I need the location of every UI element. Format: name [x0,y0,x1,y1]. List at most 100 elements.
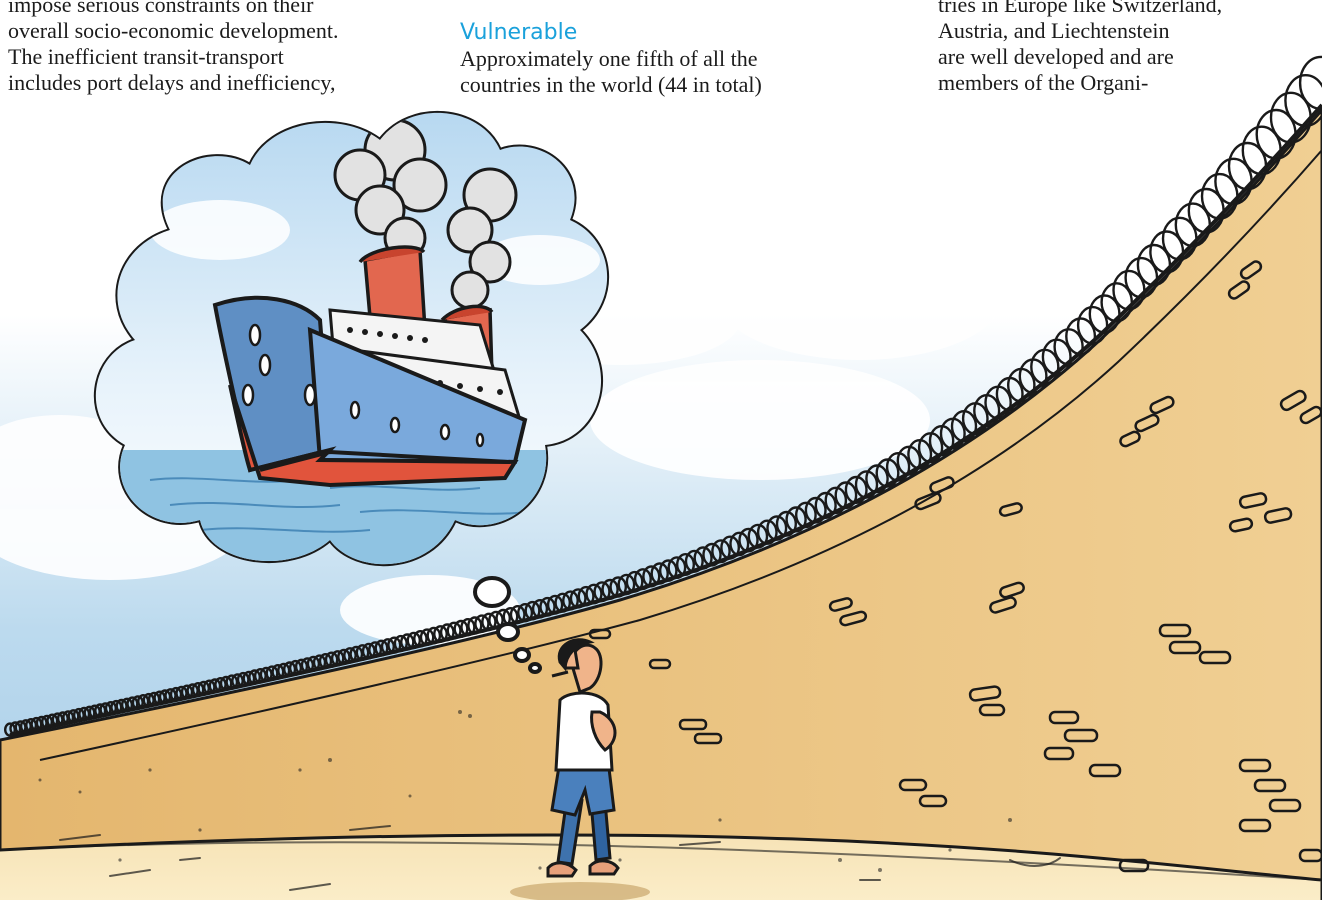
wire-coil [197,680,210,696]
wire-coil [374,639,389,657]
wire-coil [355,644,370,661]
wire-coil [577,585,595,607]
wire-coil [834,481,858,510]
text-line: members of the Organi- [938,70,1149,95]
wire-coil [562,590,579,611]
wire-coil [214,676,227,693]
wire-coil [236,671,250,688]
wire-coil [693,546,713,570]
barbed-wire [3,55,1322,737]
wire-coil [747,523,769,549]
wire-coil [30,716,43,732]
man-figure [546,638,620,878]
wire-coil [738,527,759,553]
wire-coil [393,634,408,653]
wire-coil [312,654,327,671]
wire-coil [517,603,534,623]
wire-coil [756,519,778,545]
wire-coil [546,594,564,615]
wire-coil [225,674,239,690]
wire-coil [9,721,22,736]
wire-coil [1100,282,1133,323]
wire-coil [265,665,279,682]
wire-coil [824,486,848,515]
wire-coil [142,692,155,708]
wire-coil [865,464,889,494]
wire-coil [361,642,376,660]
wire-coil [609,576,628,598]
wire-coil [380,638,396,656]
wire-coil [569,588,587,609]
wire-coil [147,691,161,707]
wire-coil [650,562,669,585]
text-line: includes port delays and inefficiency, [8,70,336,95]
wire-coil [684,549,704,573]
ground-marks [59,825,1061,891]
wire-coil [844,475,868,504]
wire-coil [426,626,442,645]
ship-portholes [241,323,485,448]
wire-coil [219,675,233,692]
wire-coil [1187,187,1225,234]
wall-speckles [38,710,1012,872]
wire-coil [766,515,788,541]
text-column-left: impose serious constraints on their over… [8,0,339,96]
wire-coil [676,553,696,577]
wire-coil [488,610,504,630]
wire-coil [702,542,722,567]
wire-coil [460,618,476,637]
man-shadow [510,882,650,900]
ship-hull [212,295,528,488]
wire-coil [1112,269,1146,311]
wire-coil [642,565,661,588]
wire-coil [137,694,150,709]
thought-bubble [93,110,610,674]
wire-coil [67,709,80,724]
wire-coil [259,666,273,683]
wire-coil [785,506,807,533]
text-column-middle: Vulnerable Approximately one fifth of al… [460,20,762,98]
wire-coil [1200,172,1239,220]
wire-coil [593,581,611,603]
wire-coil [1241,125,1282,176]
wall-bricks [588,260,1322,873]
wire-coil [625,570,644,593]
wire-coil [804,496,827,524]
wire-coil [242,670,256,687]
wire-coil [1076,305,1109,345]
wire-coil [601,578,619,600]
wire-coil [158,689,172,705]
wire-coil [585,583,603,605]
text-line: impose serious constraints on their [8,0,314,17]
wire-coil [474,614,490,634]
wire-coil [720,535,740,560]
wire-coil [775,510,797,537]
wire-coil [99,702,112,717]
wire-coil [324,651,339,668]
wire-coil [169,686,183,702]
wire-coil [1174,202,1212,248]
text-line: are well developed and are [938,44,1174,69]
wire-coil [337,648,351,666]
wire-coil [1227,141,1268,191]
wire-coil [349,645,364,663]
section-heading: Vulnerable [460,20,578,45]
wire-coil [419,628,435,647]
wire-coil [231,673,244,689]
wire-coil [288,659,303,676]
wire-coil [1136,243,1172,287]
wire-coil [1149,230,1185,274]
thought-trail [473,576,542,674]
wire-coil [617,573,636,596]
wire-coil [467,616,483,635]
text-line: Austria, and Liechtenstein [938,18,1170,43]
wire-coil [343,647,357,664]
wire-coil [120,697,134,713]
wire-coil [253,668,267,684]
wire-coil [814,491,837,519]
smoke [333,118,518,310]
wire-coil [202,679,216,695]
wire-coil [400,633,415,651]
wire-coil [509,604,526,625]
wire-coil [1124,256,1159,299]
